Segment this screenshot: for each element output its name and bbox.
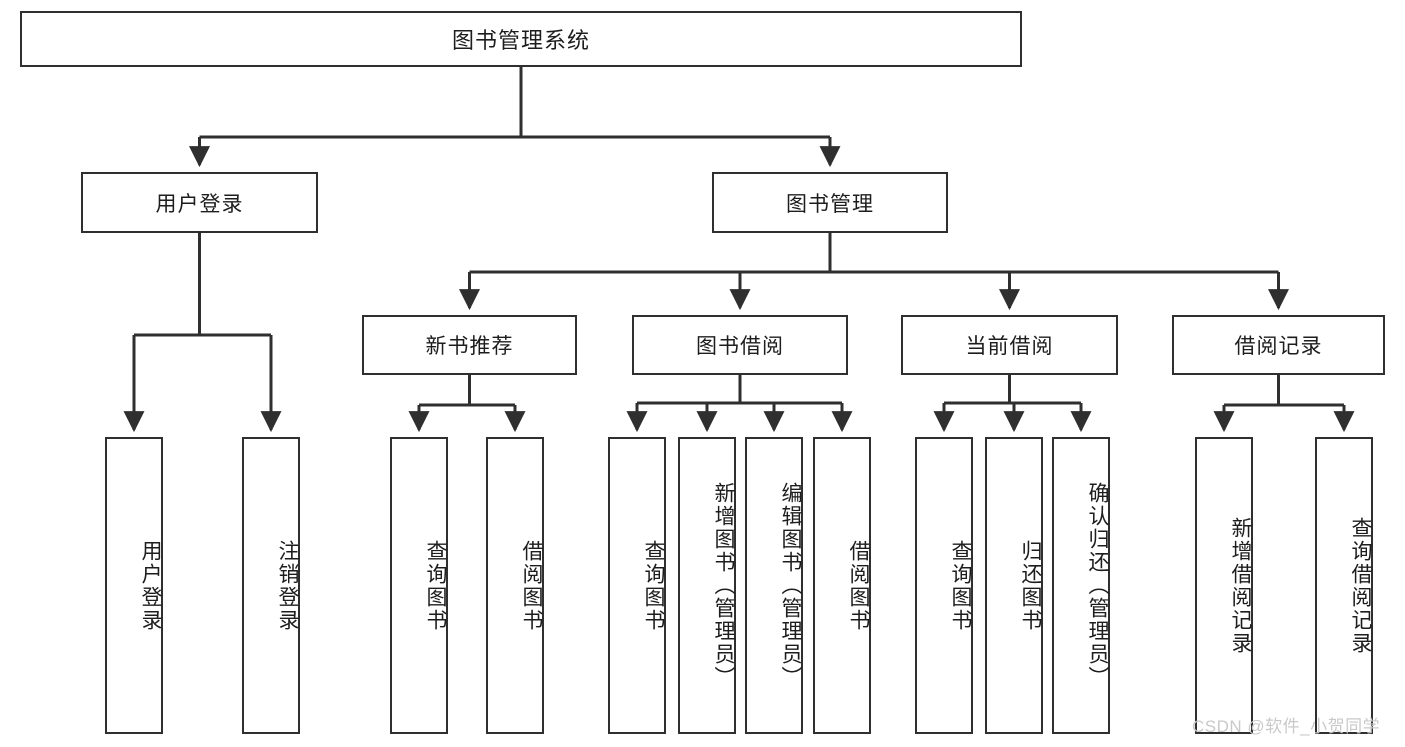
node-leaf-confirm-return[interactable]: 确认归还（管理员） bbox=[1052, 437, 1110, 734]
node-leaf-add-record-label: 新增借阅记录 bbox=[1229, 516, 1252, 655]
node-new-book-recommend[interactable]: 新书推荐 bbox=[362, 315, 577, 375]
node-leaf-query-book-cur-label: 查询图书 bbox=[949, 539, 972, 632]
node-leaf-query-record[interactable]: 查询借阅记录 bbox=[1315, 437, 1373, 734]
node-leaf-add-book[interactable]: 新增图书（管理员） bbox=[678, 437, 736, 734]
node-leaf-add-record[interactable]: 新增借阅记录 bbox=[1195, 437, 1253, 734]
node-book-manage-label: 图书管理 bbox=[786, 192, 874, 216]
node-current-borrow-label: 当前借阅 bbox=[965, 335, 1054, 358]
node-leaf-confirm-return-label: 确认归还（管理员） bbox=[1086, 482, 1109, 689]
node-leaf-borrow-book[interactable]: 借阅图书 bbox=[813, 437, 871, 734]
node-user-login[interactable]: 用户登录 bbox=[81, 172, 318, 233]
node-leaf-logout[interactable]: 注销登录 bbox=[242, 437, 300, 734]
node-leaf-user-login[interactable]: 用户登录 bbox=[105, 437, 163, 734]
node-leaf-edit-book[interactable]: 编辑图书（管理员） bbox=[745, 437, 803, 734]
node-borrow-record[interactable]: 借阅记录 bbox=[1172, 315, 1385, 375]
node-leaf-return-book[interactable]: 归还图书 bbox=[985, 437, 1043, 734]
node-current-borrow[interactable]: 当前借阅 bbox=[901, 315, 1118, 375]
node-leaf-query-book-borrow[interactable]: 查询图书 bbox=[608, 437, 666, 734]
watermark: CSDN @软件_小贺同学 bbox=[1192, 717, 1381, 736]
node-leaf-edit-book-label: 编辑图书（管理员） bbox=[779, 482, 802, 689]
node-leaf-logout-label: 注销登录 bbox=[276, 539, 299, 632]
node-root[interactable]: 图书管理系统 bbox=[20, 11, 1022, 67]
node-leaf-query-book-rec[interactable]: 查询图书 bbox=[390, 437, 448, 734]
node-user-login-label: 用户登录 bbox=[155, 192, 244, 216]
node-leaf-borrow-book-rec-label: 借阅图书 bbox=[520, 539, 543, 632]
node-borrow-record-label: 借阅记录 bbox=[1234, 335, 1323, 358]
node-book-borrow-label: 图书借阅 bbox=[696, 335, 784, 358]
node-leaf-query-book-rec-label: 查询图书 bbox=[424, 539, 447, 632]
node-leaf-borrow-book-rec[interactable]: 借阅图书 bbox=[486, 437, 544, 734]
node-new-book-recommend-label: 新书推荐 bbox=[425, 335, 514, 358]
node-book-manage[interactable]: 图书管理 bbox=[712, 172, 948, 233]
node-book-borrow[interactable]: 图书借阅 bbox=[632, 315, 848, 375]
node-root-label: 图书管理系统 bbox=[451, 28, 590, 53]
node-leaf-query-book-borrow-label: 查询图书 bbox=[642, 539, 665, 632]
node-leaf-return-book-label: 归还图书 bbox=[1019, 539, 1042, 632]
node-leaf-query-book-cur[interactable]: 查询图书 bbox=[915, 437, 973, 734]
node-leaf-query-record-label: 查询借阅记录 bbox=[1349, 516, 1372, 655]
node-leaf-borrow-book-label: 借阅图书 bbox=[847, 539, 870, 632]
node-leaf-user-login-label: 用户登录 bbox=[139, 539, 162, 632]
node-leaf-add-book-label: 新增图书（管理员） bbox=[712, 482, 735, 689]
